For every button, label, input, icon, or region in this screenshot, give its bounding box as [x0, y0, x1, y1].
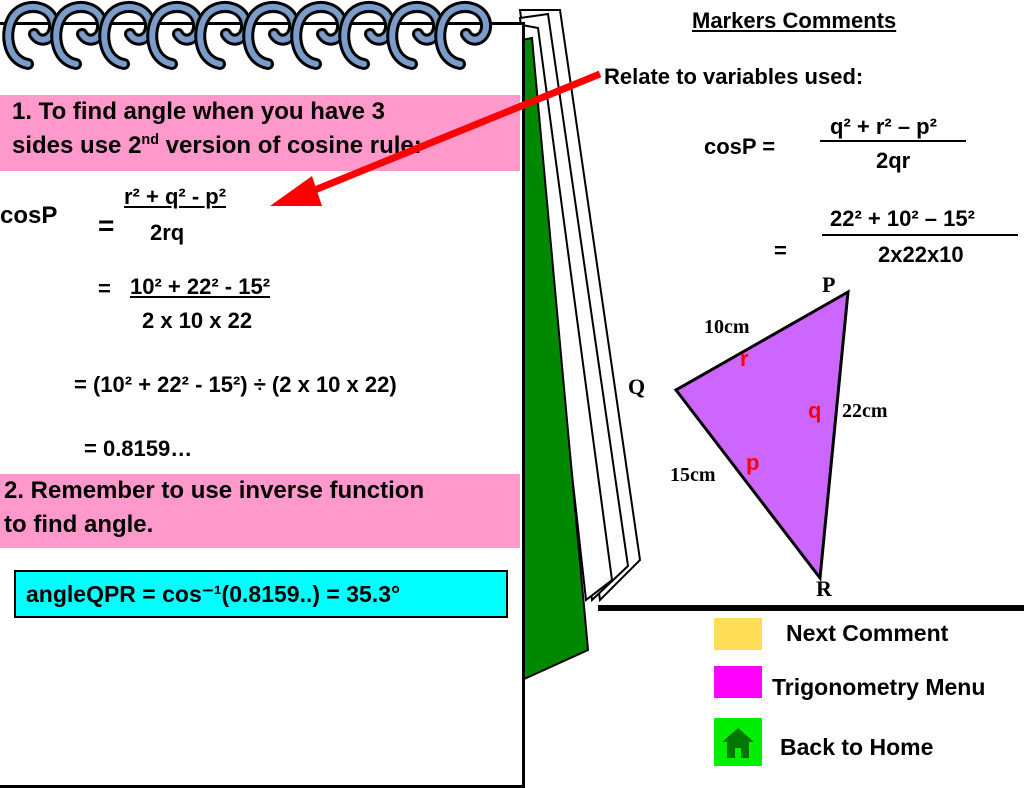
right-sub-numerator: 22² + 10² – 15²: [830, 206, 975, 231]
side-p-label: p: [746, 450, 760, 475]
vertex-p-label: P: [822, 272, 836, 297]
home-label[interactable]: Back to Home: [780, 734, 934, 760]
sub-numerator: 10² + 22² - 15²: [130, 274, 271, 299]
vertex-q-label: Q: [628, 374, 646, 399]
step1-box: 1. To find angle when you have 3 sides u…: [0, 95, 520, 171]
side-r-length: 10cm: [704, 316, 750, 338]
right-sub-fraction-bar: [822, 234, 1018, 236]
arrow-icon: [270, 70, 602, 206]
side-q-label: q: [808, 398, 822, 423]
trig-menu-button[interactable]: [714, 666, 762, 698]
right-denominator: 2qr: [876, 148, 911, 173]
next-comment-label[interactable]: Next Comment: [786, 620, 949, 646]
side-r-label: r: [740, 346, 749, 371]
right-numerator: q² + r² – p²: [830, 114, 937, 139]
relate-text: Relate to variables used:: [604, 64, 864, 89]
right-sub-equals: =: [774, 238, 787, 263]
left-cosp-label: cosP: [0, 202, 58, 229]
step1-line2: sides use 2nd version of cosine rule:: [12, 132, 422, 159]
step2-box: 2. Remember to use inverse function to f…: [0, 474, 520, 548]
answer-box: angleQPR = cos⁻¹(0.8159..) = 35.3°: [14, 570, 508, 618]
next-comment-button[interactable]: [714, 618, 762, 650]
home-icon: [722, 728, 754, 758]
markers-title: Markers Comments: [692, 8, 897, 33]
step1-line1: 1. To find angle when you have 3: [12, 98, 385, 125]
division-line: = (10² + 22² - 15²) ÷ (2 x 10 x 22): [74, 372, 397, 397]
left-denominator: 2rq: [150, 220, 185, 245]
home-button[interactable]: [714, 718, 762, 766]
side-q-length: 22cm: [842, 400, 888, 422]
notebook-graphic: [518, 9, 1024, 682]
left-equals: =: [98, 210, 115, 241]
sub-equals: =: [98, 276, 111, 301]
vertex-r-label: R: [816, 576, 832, 601]
left-numerator: r² + q² - p²: [124, 184, 227, 209]
spiral-binding: [2, 0, 530, 80]
sub-denominator: 2 x 10 x 22: [142, 308, 253, 333]
right-sub-denominator: 2x22x10: [878, 242, 964, 267]
triangle-diagram: [673, 289, 850, 582]
step2-line1: 2. Remember to use inverse function: [4, 477, 425, 504]
side-p-length: 15cm: [670, 464, 716, 486]
step2-line2: to find angle.: [4, 511, 154, 538]
right-fraction-bar: [820, 140, 966, 142]
trig-menu-label[interactable]: Trigonometry Menu: [772, 674, 986, 700]
right-cosp-label: cosP =: [704, 134, 776, 159]
result-line: = 0.8159…: [84, 436, 193, 461]
